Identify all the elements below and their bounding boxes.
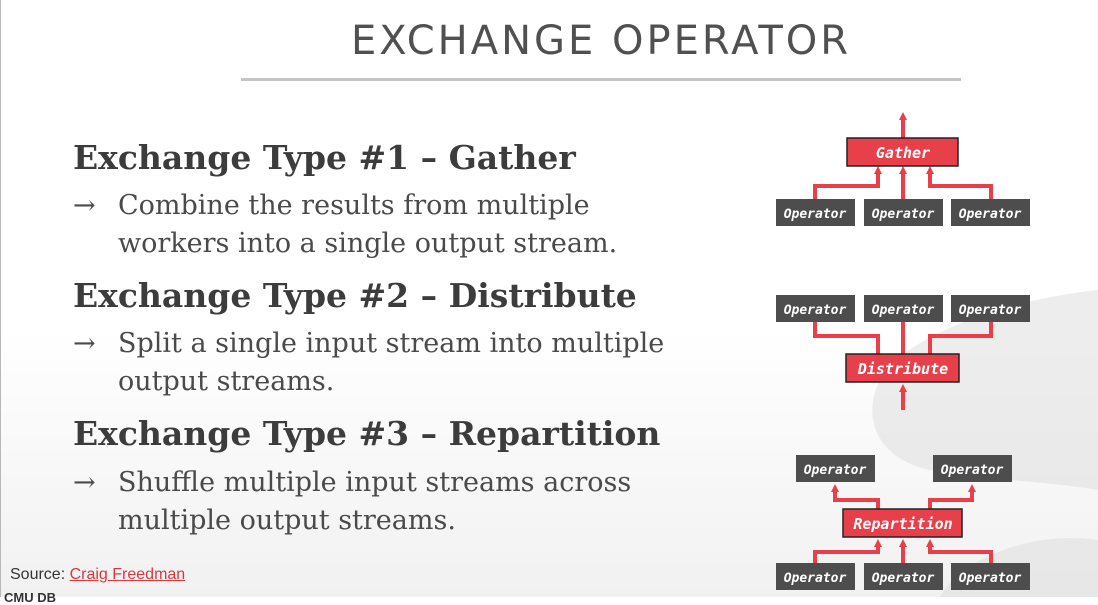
heading-repartition: Exchange Type #3 – Repartition bbox=[73, 414, 661, 453]
operator-box bbox=[951, 295, 1030, 322]
bullet-line: Split a single input stream into multipl… bbox=[118, 328, 665, 359]
footer-logo: CMU DB bbox=[4, 590, 56, 605]
operator-label: Operator bbox=[959, 571, 1022, 586]
operator-box bbox=[951, 199, 1030, 226]
operator-box bbox=[776, 199, 855, 226]
distribute-diagram bbox=[813, 322, 993, 410]
arrow-icon: → bbox=[73, 190, 96, 221]
gather-label: Gather bbox=[876, 144, 930, 162]
operator-box bbox=[864, 563, 943, 590]
arrow-icon: → bbox=[73, 328, 96, 359]
operator-label: Operator bbox=[959, 207, 1022, 222]
operator-label: Operator bbox=[784, 571, 847, 586]
operator-box bbox=[776, 563, 855, 590]
title-underline bbox=[241, 78, 961, 81]
repartition-diagram bbox=[813, 484, 993, 563]
bullet-line: workers into a single output stream. bbox=[118, 228, 618, 259]
operator-box bbox=[776, 295, 855, 322]
arrow-icon: → bbox=[73, 467, 96, 498]
repartition-label: Repartition bbox=[853, 515, 952, 533]
left-border bbox=[0, 0, 1, 597]
operator-label: Operator bbox=[959, 303, 1022, 318]
operator-label: Operator bbox=[872, 207, 935, 222]
source-credit: Source: Craig Freedman bbox=[10, 566, 185, 584]
heading-gather: Exchange Type #1 – Gather bbox=[73, 138, 576, 177]
repartition-box bbox=[842, 508, 963, 538]
operator-box bbox=[796, 455, 875, 482]
operator-label: Operator bbox=[804, 463, 867, 478]
gather-diagram bbox=[813, 112, 993, 199]
operator-label: Operator bbox=[784, 303, 847, 318]
operator-box bbox=[864, 295, 943, 322]
operator-box bbox=[951, 563, 1030, 590]
bullet-line: Shuffle multiple input streams across bbox=[118, 467, 632, 498]
bullet-line: Combine the results from multiple bbox=[118, 190, 590, 221]
operator-label: Operator bbox=[872, 303, 935, 318]
page-title: EXCHANGE OPERATOR bbox=[350, 18, 852, 64]
gather-box bbox=[846, 137, 959, 167]
bullet-line: multiple output streams. bbox=[118, 505, 456, 536]
source-label: Source: bbox=[10, 566, 66, 583]
heading-distribute: Exchange Type #2 – Distribute bbox=[73, 276, 637, 315]
operator-label: Operator bbox=[941, 463, 1004, 478]
operator-label: Operator bbox=[784, 207, 847, 222]
bullet-line: output streams. bbox=[118, 366, 335, 397]
operator-box bbox=[933, 455, 1012, 482]
distribute-label: Distribute bbox=[857, 360, 948, 378]
operator-label: Operator bbox=[872, 571, 935, 586]
operator-box bbox=[864, 199, 943, 226]
source-link[interactable]: Craig Freedman bbox=[69, 566, 186, 583]
distribute-box bbox=[845, 353, 960, 383]
